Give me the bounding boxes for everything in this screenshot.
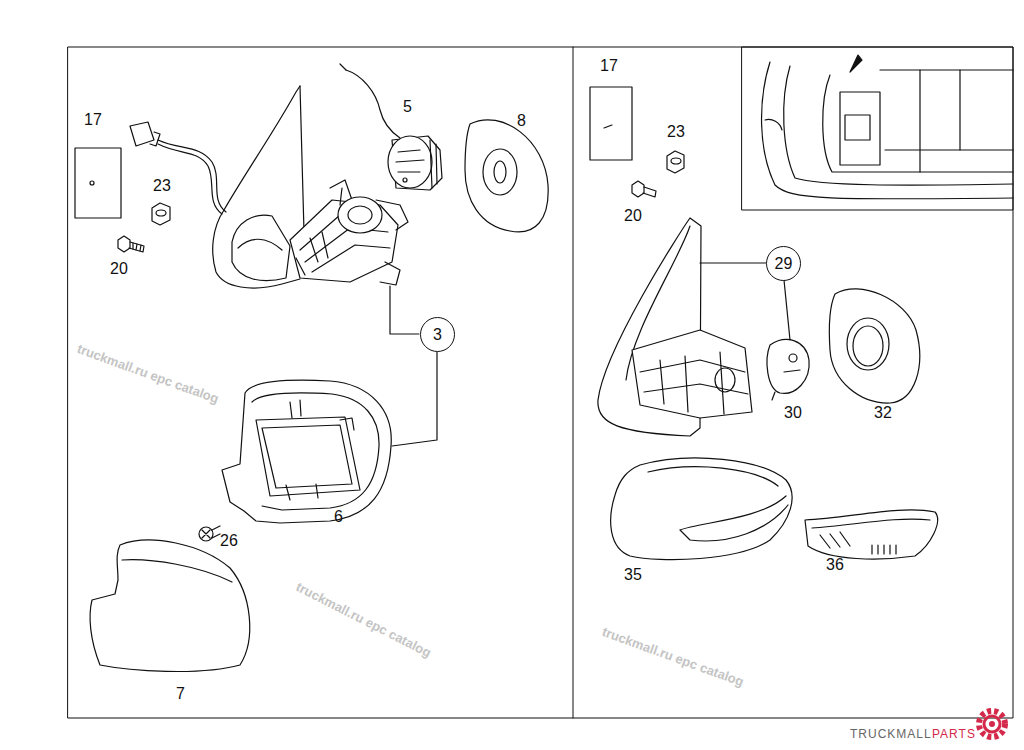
callout-number: 17 [600,58,618,74]
callout-number: 6 [334,509,343,525]
callout-number: 5 [403,99,412,115]
callout-number: 20 [624,208,642,224]
logo-text: PARTS [932,728,976,740]
callout-number: 23 [667,124,685,140]
watermark: truckmall.ru epc catalog [76,342,221,405]
callout-number: 7 [176,686,185,702]
logo-gear [979,711,1005,737]
callout-number: 32 [874,405,892,421]
callout-circle: 3 [420,317,455,352]
logo-text: TRUCKMALL [850,728,932,740]
callout-number: 26 [220,533,238,549]
watermark: truckmall.ru epc catalog [294,580,433,659]
callout-number: 20 [110,261,128,277]
callout-number: 8 [517,113,526,129]
callout-number: 36 [826,557,844,573]
watermark: truckmall.ru epc catalog [601,625,746,688]
callout-circle: 29 [766,246,801,281]
callout-number: 17 [84,112,102,128]
callout-number: 30 [784,405,802,421]
callout-number: 29 [775,256,793,272]
callout-number: 3 [433,327,442,343]
callout-number: 23 [153,178,171,194]
callout-number: 35 [624,567,642,583]
